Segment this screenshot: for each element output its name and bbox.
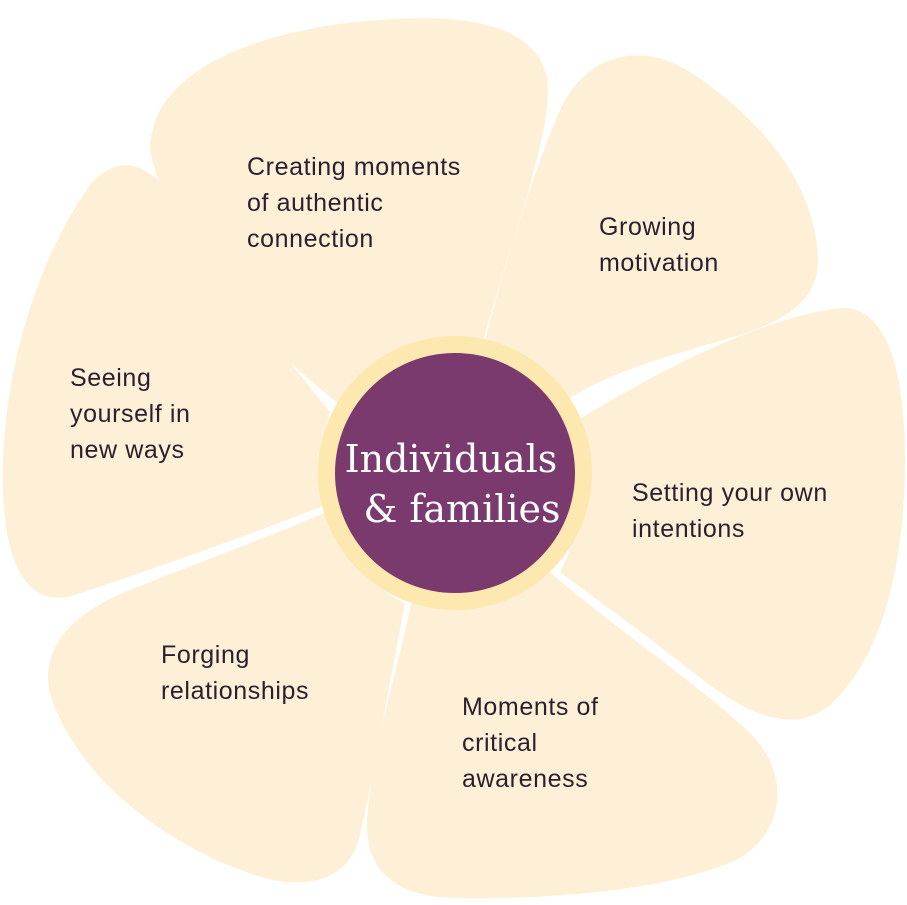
center-disc <box>335 353 575 593</box>
petal-label-line: awareness <box>462 765 588 793</box>
petal-label-line: Creating moments <box>247 153 461 181</box>
petal-label-forging-relationships: Forging relationships <box>161 641 309 705</box>
petal-label-critical-awareness: Moments of critical awareness <box>462 693 606 793</box>
petal-label-growing-motivation: Growing motivation <box>599 213 719 277</box>
petal-label-setting-intentions: Setting your own intentions <box>632 479 835 543</box>
petal-setting-intentions <box>560 307 905 720</box>
petal-label-line: motivation <box>599 249 719 277</box>
petal-label-line: critical <box>462 729 538 757</box>
center-title: Individuals & families <box>345 437 570 531</box>
petal-label-line: Setting your own <box>632 479 828 507</box>
petal-label-line: relationships <box>161 677 309 705</box>
petal-label-line: new ways <box>70 436 185 464</box>
center-title-line-1: Individuals <box>345 437 558 481</box>
petal-label-line: Seeing <box>70 364 151 392</box>
petal-label-line: Moments of <box>462 693 599 721</box>
petal-label-line: Growing <box>599 213 696 241</box>
petal-label-line: of authentic <box>247 189 383 217</box>
petal-critical-awareness <box>366 572 778 899</box>
petal-growing-motivation <box>480 55 818 405</box>
petal-label-seeing-yourself: Seeing yourself in new ways <box>70 364 198 464</box>
petal-label-line: intentions <box>632 515 745 543</box>
center-title-line-2: & families <box>363 487 560 531</box>
petal-seeing-yourself <box>2 165 331 598</box>
petal-label-line: yourself in <box>70 400 191 428</box>
petal-forging-relationships <box>48 510 405 883</box>
petal-label-creating-moments: Creating moments of authentic connection <box>247 153 468 253</box>
petal-label-line: Forging <box>161 641 250 669</box>
petal-label-line: connection <box>247 225 374 253</box>
